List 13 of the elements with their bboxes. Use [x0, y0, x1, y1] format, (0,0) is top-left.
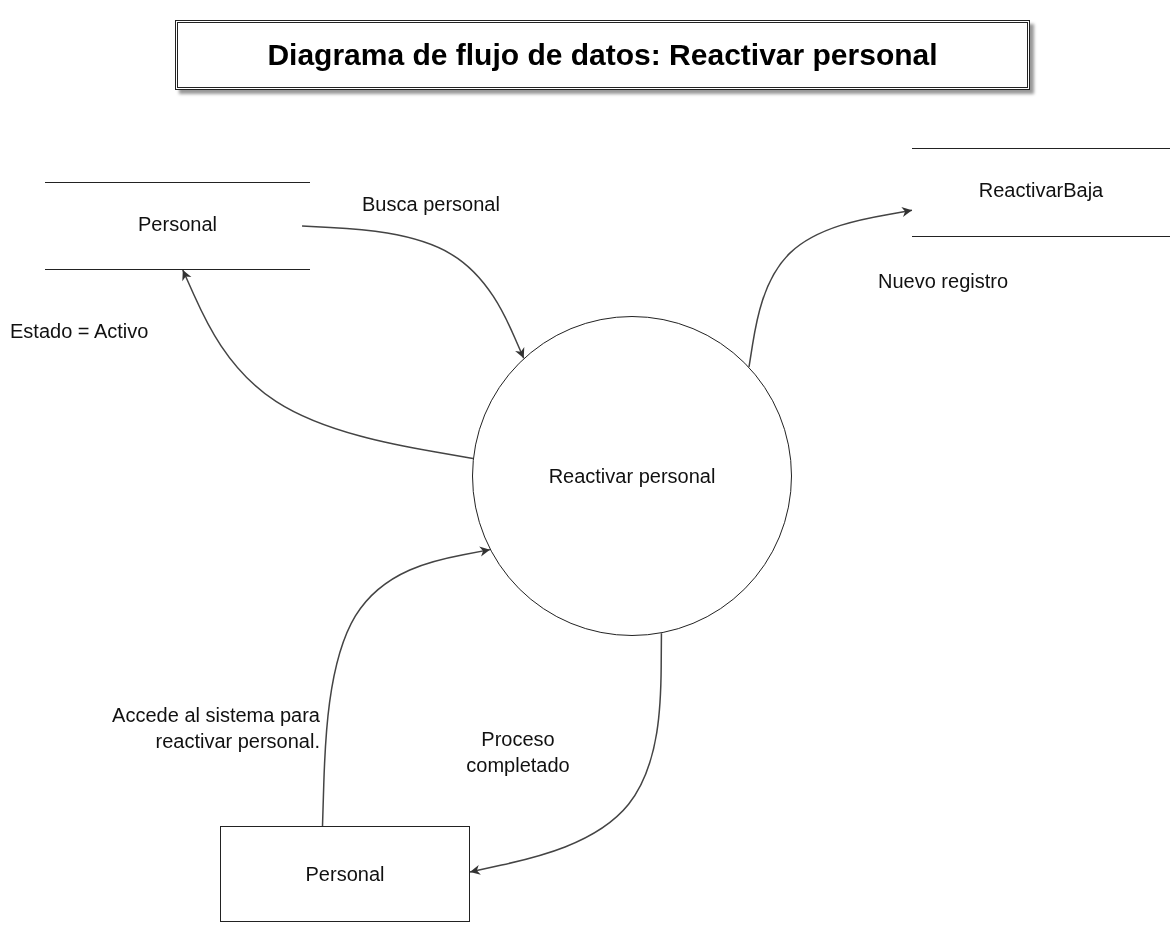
node-label: Personal: [138, 213, 217, 236]
arrow: [301, 225, 525, 359]
node-label: ReactivarBaja: [978, 179, 1104, 202]
arrow: [321, 546, 491, 827]
arrow: [182, 269, 474, 460]
external-entity-box: [220, 826, 470, 922]
node-label: Reactivar personal: [548, 464, 716, 488]
data-store: [912, 148, 1170, 237]
arrow: [469, 632, 663, 875]
diagram-title: Diagrama de flujo de datos: Reactivar personal: [175, 20, 1030, 90]
node-label: Personal: [305, 862, 385, 886]
arrow: [748, 207, 913, 368]
data-store: [45, 182, 310, 270]
